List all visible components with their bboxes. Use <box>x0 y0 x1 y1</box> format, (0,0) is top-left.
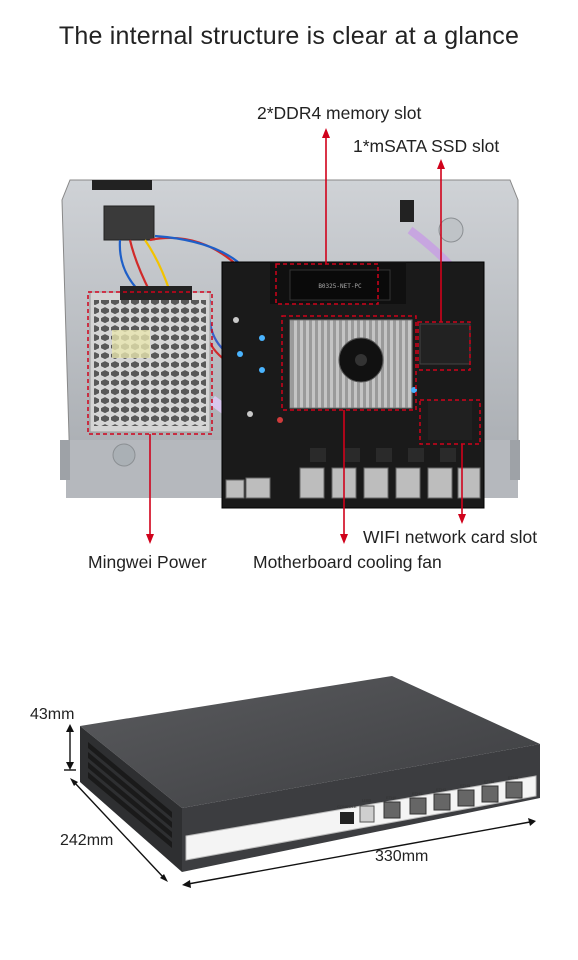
power-supply <box>89 286 211 433</box>
highlight-boxes <box>87 263 481 445</box>
front-ports: CONSOLE USB ETH0 ETH1 ETH2 ETH3 ETH4 ETH… <box>337 775 523 824</box>
dimension-depth: 242mm <box>60 832 114 849</box>
callout-arrows <box>146 128 466 544</box>
callout-msata: 1*mSATA SSD slot <box>353 136 500 156</box>
page-title: The internal structure is clear at a gla… <box>58 22 520 50</box>
ram-label: B0325-NET-PC <box>318 283 362 290</box>
eth4-label: ETH4 <box>484 779 495 784</box>
motherboard: B0325-NET-PC <box>221 261 485 509</box>
device-3d: CONSOLE USB ETH0 ETH1 ETH2 ETH3 ETH4 ETH… <box>80 676 540 872</box>
eth5-label: ETH5 <box>508 775 519 780</box>
callout-wifi: WIFI network card slot <box>363 527 538 547</box>
usb-port-label: USB <box>362 798 371 803</box>
eth1-label: ETH1 <box>412 791 423 796</box>
callout-ddr4: 2*DDR4 memory slot <box>257 103 422 123</box>
dimension-width: 330mm <box>375 848 429 865</box>
wifi-box <box>419 399 481 445</box>
eth3-label: ETH3 <box>460 783 471 788</box>
eth0-label: ETH0 <box>386 795 397 800</box>
console-port-label: CONSOLE <box>337 804 357 809</box>
fan-box <box>281 315 417 411</box>
msata-box <box>417 321 471 371</box>
dimension-height: 43mm <box>30 706 75 723</box>
ddr4-box <box>275 263 379 305</box>
eth2-label: ETH2 <box>436 787 447 792</box>
dimension-lines <box>64 724 536 888</box>
callout-fan: Motherboard cooling fan <box>253 552 442 572</box>
callout-power: Mingwei Power <box>88 552 207 572</box>
